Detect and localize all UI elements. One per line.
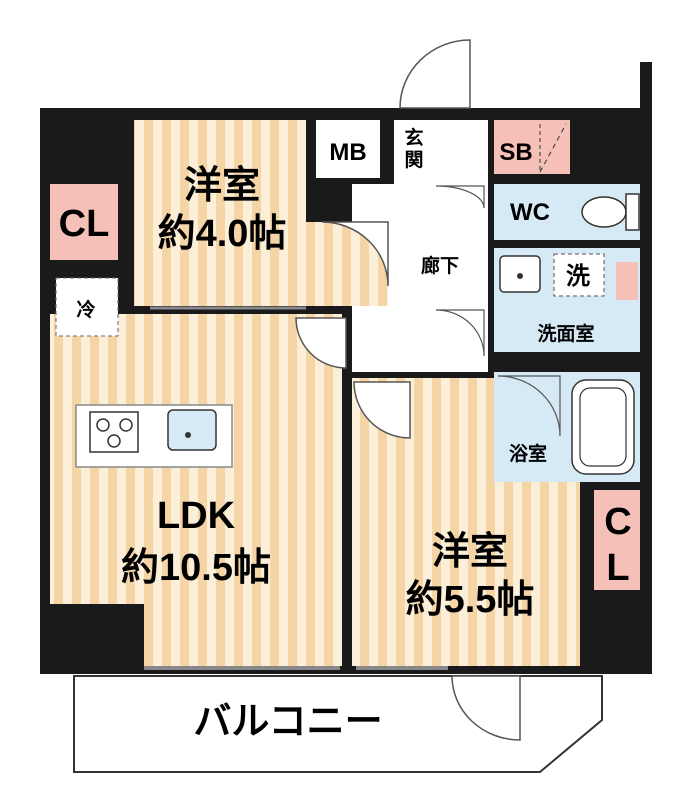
closet-right-label-1: C	[604, 501, 631, 543]
meter-box	[316, 120, 380, 178]
toilet-tank-icon	[625, 193, 640, 231]
closet-right-label-2: L	[606, 547, 629, 589]
washroom-shelf	[616, 262, 638, 300]
burner-icon	[119, 418, 133, 432]
shoe-box	[494, 120, 570, 174]
ldk-name: LDK	[157, 495, 236, 537]
balcony-door-icon	[451, 675, 521, 741]
western-room-1-name: 洋室	[184, 164, 260, 207]
shoe-box-label: SB	[499, 139, 532, 166]
washroom-label: 洗面室	[537, 322, 594, 345]
room1-door-icon	[321, 221, 389, 287]
western-room-1-floor	[134, 120, 306, 306]
bath-door-icon	[497, 375, 561, 437]
hall-door-icon	[435, 185, 485, 209]
bathtub-icon	[571, 379, 635, 475]
laundry-label: 洗	[566, 263, 590, 290]
fridge-space	[55, 277, 119, 337]
burner-icon	[107, 434, 121, 448]
closet-right	[594, 490, 640, 590]
toilet-label: WC	[510, 199, 550, 226]
western-room-1-size: 約4.0帖	[158, 213, 287, 255]
closet-left	[50, 184, 118, 260]
laundry-space	[553, 253, 605, 297]
bathroom-label: 浴室	[509, 442, 547, 465]
wall-extension-right	[640, 62, 652, 112]
ldk-size: 約10.5帖	[121, 547, 271, 589]
hallway-label: 廊下	[421, 254, 459, 277]
sink-icon	[167, 409, 217, 451]
western-room-2-size: 約5.5帖	[406, 579, 535, 621]
ldk-corner-wall	[40, 604, 144, 674]
closet-left-label: CL	[59, 203, 110, 245]
bathtub-inner-icon	[579, 387, 627, 467]
entrance-label-1: 玄	[404, 126, 423, 149]
entrance-label-2: 関	[404, 149, 423, 171]
fridge-label: 冷	[76, 298, 95, 321]
stove-icon	[89, 411, 139, 453]
burner-icon	[96, 418, 110, 432]
room2-door-icon	[353, 381, 411, 439]
entrance-floor	[394, 120, 488, 186]
ldk-door-icon	[295, 317, 347, 369]
meter-box-label: MB	[329, 139, 366, 166]
shoe-box-diagonal	[539, 123, 567, 173]
basin-drain-icon	[517, 273, 523, 279]
balcony-label: バルコニー	[193, 701, 382, 743]
entrance-door-icon	[399, 39, 471, 109]
western-room-2-name: 洋室	[432, 530, 508, 573]
toilet-icon	[581, 196, 627, 228]
drain-icon	[185, 432, 191, 438]
washroom-door-icon	[435, 309, 485, 357]
